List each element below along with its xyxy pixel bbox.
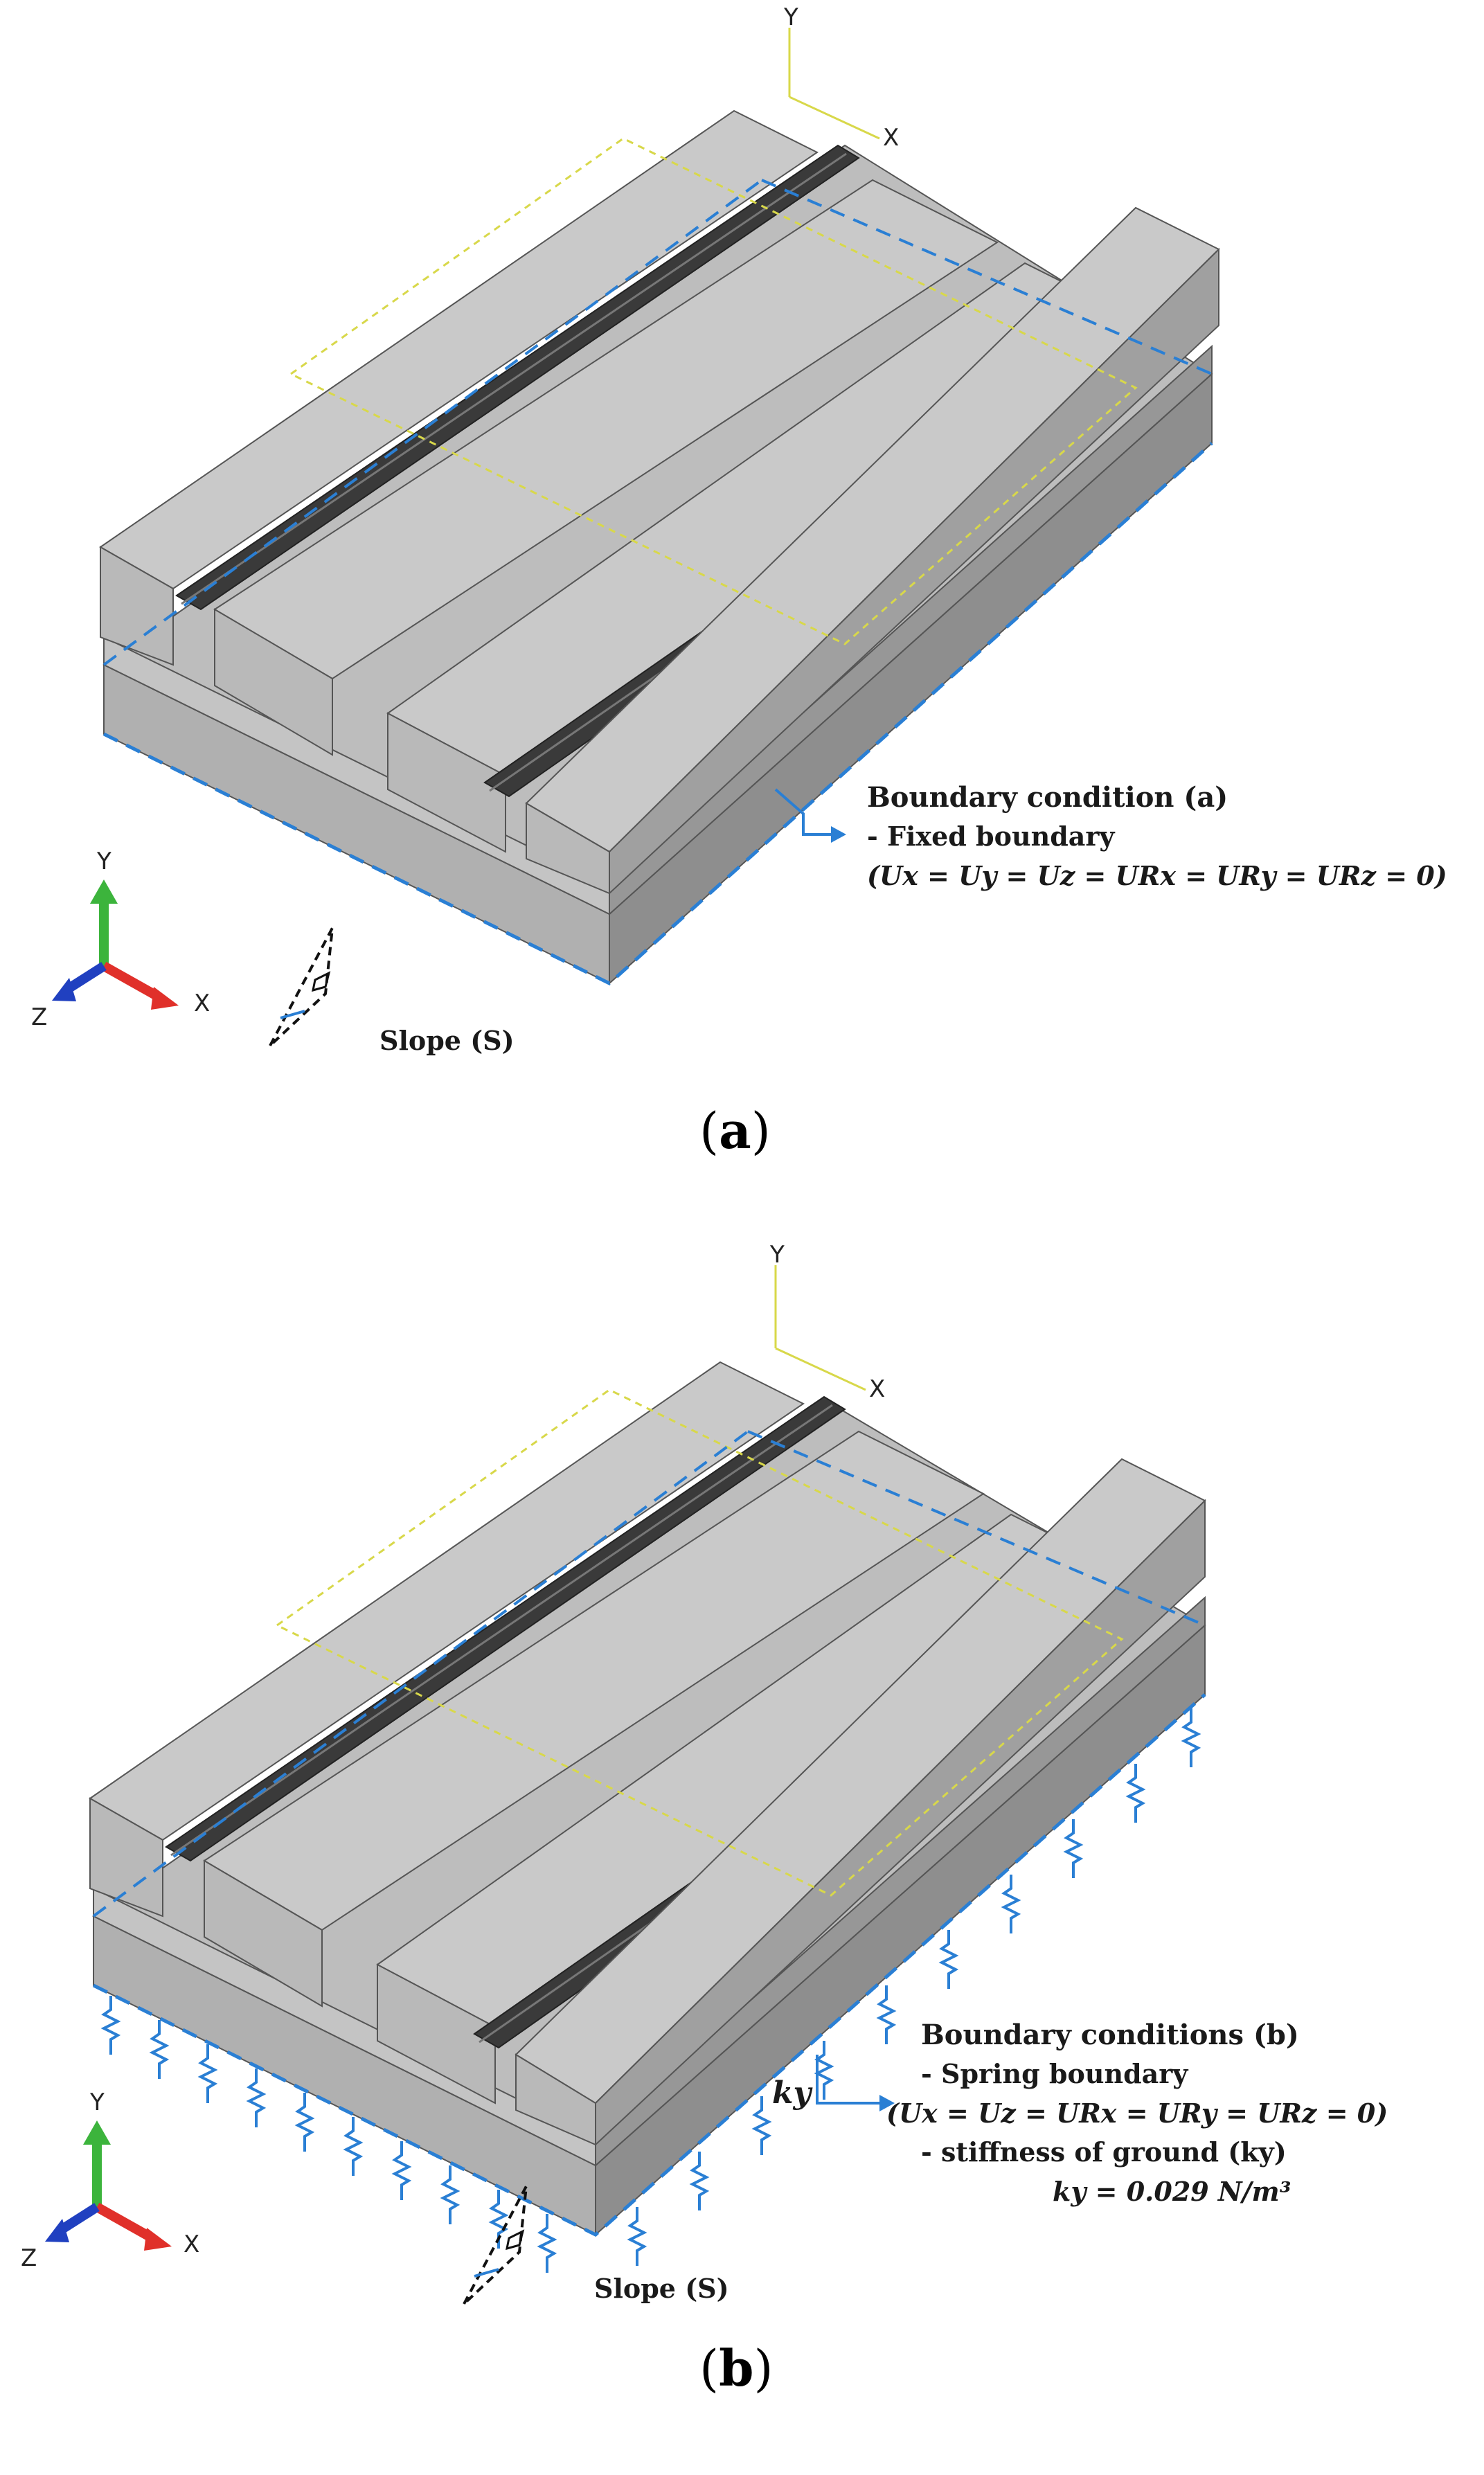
right-block-side	[595, 1499, 1206, 2147]
right-block-side	[609, 247, 1219, 895]
global-triad-a: Y X Z	[31, 848, 210, 1031]
bc-type-a: - Fixed boundary	[867, 821, 1115, 852]
caption-b: (b)	[699, 2339, 774, 2397]
panel-b: Y X Y X Z ky Boundary conditions (b) - S…	[0, 1238, 1484, 2475]
stiffness-label: - stiffness of ground (ky)	[921, 2136, 1287, 2168]
springs-front	[100, 1996, 557, 2273]
bc-arrow-b	[816, 2055, 879, 2105]
left-block-front	[89, 1797, 163, 1918]
fixed-boundary-line	[102, 442, 1213, 985]
left-block-front	[100, 546, 174, 666]
global-triad-b: Y X Z	[21, 2089, 199, 2272]
panel-a: Y X Y X Z Boundary condition (a) - Fixed…	[31, 3, 1447, 1160]
model-x-label: X	[883, 124, 899, 152]
triad-y-label: Y	[96, 848, 111, 875]
slope-label-b: Slope (S)	[594, 2273, 729, 2304]
slope-label-a: Slope (S)	[379, 1025, 515, 1056]
model-y-label: Y	[769, 1241, 785, 1269]
springs-side	[627, 1708, 1201, 2266]
bc-equation-a: (Ux = Uy = Uz = URx = URy = URz = 0)	[867, 860, 1447, 891]
triad-x-label: X	[184, 2231, 199, 2258]
center-block-2-front	[377, 1963, 496, 2105]
track-model-b: Y X Y X Z	[21, 1241, 1206, 2305]
guide-box	[275, 1388, 1124, 1897]
stiffness-value: ky = 0.029 N/m³	[1053, 2176, 1291, 2207]
model-y-label: Y	[783, 3, 798, 31]
slope-icon-b	[463, 2186, 528, 2305]
mid-layer-side	[609, 344, 1213, 916]
slope-icon-a	[269, 927, 334, 1047]
track-model-a: Y X Y X Z	[31, 3, 1220, 1047]
bc-title-b: Boundary conditions (b)	[921, 2019, 1299, 2051]
center-block-1-front	[204, 1859, 323, 2008]
spring-boundary-line	[92, 1693, 1206, 2237]
triad-x-label: X	[194, 990, 210, 1017]
triad-z-label: Z	[31, 1003, 47, 1031]
guide-box	[289, 137, 1138, 645]
triad-y-label: Y	[89, 2089, 105, 2116]
bc-arrow-a	[774, 788, 831, 836]
bc-type-b: - Spring boundary	[921, 2058, 1188, 2089]
center-block-2-front	[387, 712, 506, 853]
model-x-label: X	[869, 1375, 885, 1403]
caption-a: (a)	[699, 1101, 771, 1160]
triad-z-label: Z	[21, 2244, 37, 2272]
bc-equation-b: (Ux = Uz = URx = URy = URz = 0)	[886, 2098, 1388, 2129]
spring-ky-label: ky	[772, 2075, 812, 2111]
bc-title-a: Boundary condition (a)	[867, 781, 1228, 814]
center-block-1-front	[214, 608, 333, 756]
mid-layer-side	[595, 1596, 1206, 2168]
